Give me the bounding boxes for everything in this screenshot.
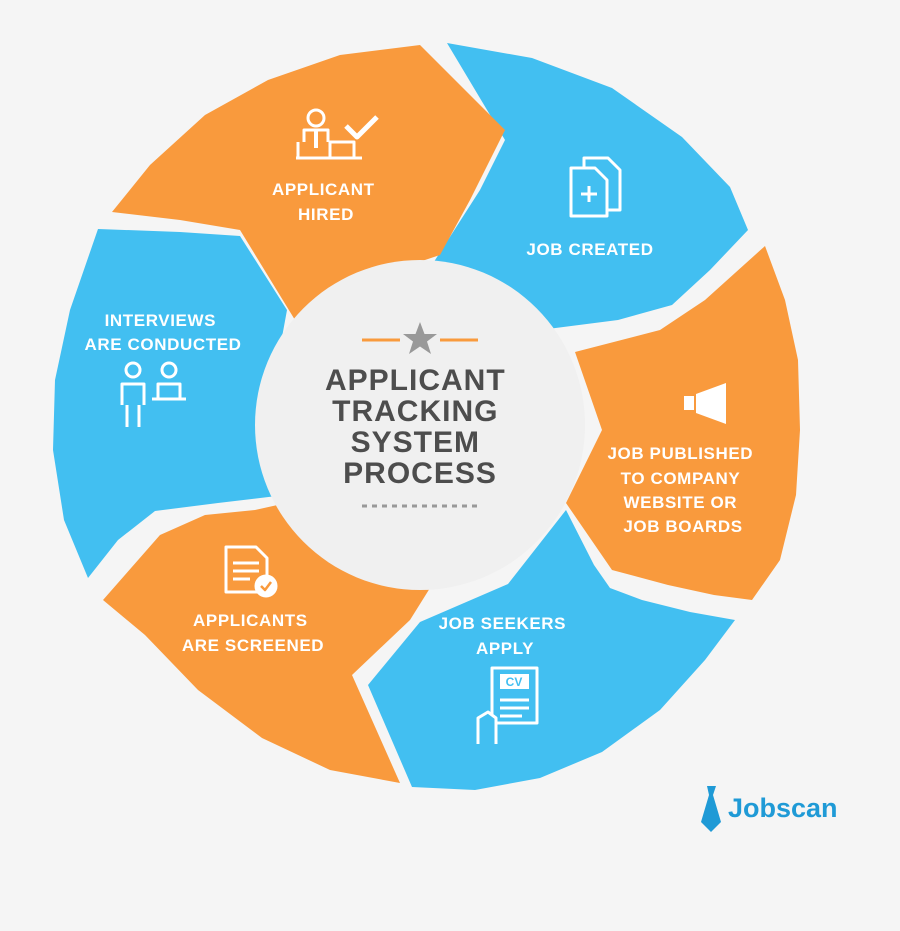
title-line: TRACKING xyxy=(332,395,498,428)
cv-text: CV xyxy=(506,675,523,689)
brand-name: Jobscan xyxy=(728,793,838,823)
title-line: APPLICANT xyxy=(325,364,506,397)
step-label-job-seekers-apply: JOB SEEKERS APPLY xyxy=(439,614,572,658)
documents-add-icon xyxy=(569,156,622,218)
title-line: SYSTEM xyxy=(351,426,480,459)
megaphone-icon xyxy=(684,383,726,424)
segment-job-published xyxy=(566,246,800,600)
segment-interviews-conducted xyxy=(53,229,287,578)
star-icon xyxy=(403,322,437,354)
step-label-job-created: JOB CREATED xyxy=(526,240,653,259)
center-circle xyxy=(255,260,585,590)
svg-text:APPLICANT TRACKING SYS: APPLICANT TRACKING SYSTEM PROCESS xyxy=(325,364,515,490)
title-line: PROCESS xyxy=(343,457,497,490)
interview-people-icon xyxy=(120,361,186,427)
step-label-applicants-screened: APPLICANTS ARE SCREENED xyxy=(182,611,324,655)
cv-hand-icon xyxy=(476,666,539,744)
step-label-applicant-hired: APPLICANT HIRED xyxy=(272,180,380,224)
hired-person-icon xyxy=(296,108,379,160)
step-label-job-published: JOB PUBLISHED TO COMPANY WEBSITE OR JOB … xyxy=(607,444,758,536)
screened-document-icon xyxy=(224,545,278,598)
jobscan-logo: Jobscan xyxy=(701,786,838,832)
tie-icon xyxy=(701,786,721,832)
segment-job-seekers-apply xyxy=(368,510,735,790)
step-label-interviews-conducted: INTERVIEWS ARE CONDUCTED xyxy=(84,311,241,354)
segment-applicant-hired xyxy=(112,45,505,320)
